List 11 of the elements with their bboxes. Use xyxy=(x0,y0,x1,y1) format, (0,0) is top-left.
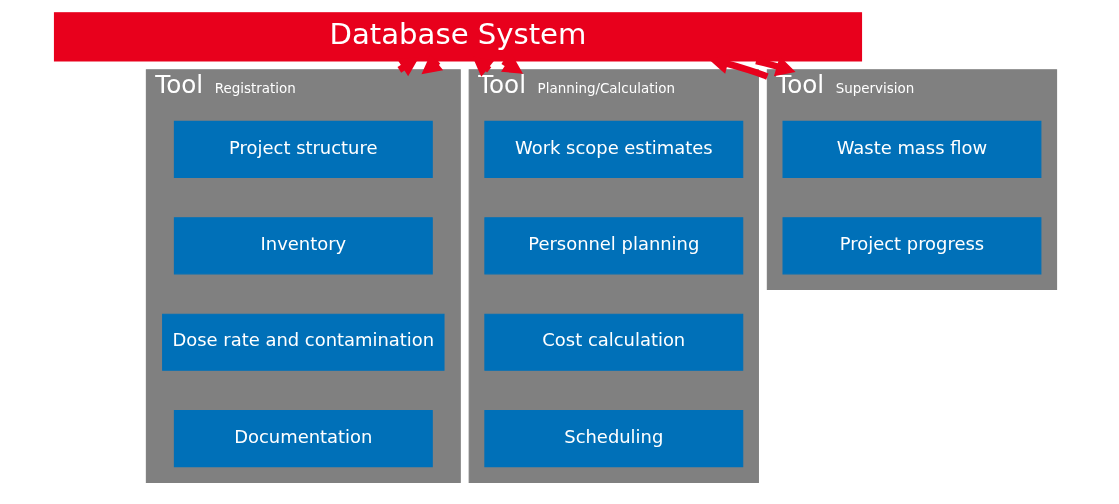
node-box: Scheduling xyxy=(483,410,743,468)
node-box: Work scope estimates xyxy=(483,120,743,178)
node-box: Documentation xyxy=(173,410,433,468)
node-box: Cost calculation xyxy=(483,313,743,371)
node-box: Inventory xyxy=(173,217,433,275)
node-box: Database System xyxy=(53,12,862,62)
node-box: Project progress xyxy=(782,217,1041,275)
node-box: Dose rate and contamination xyxy=(161,313,445,371)
node-box: Waste mass flow xyxy=(782,120,1041,178)
node-box: Personnel planning xyxy=(483,217,743,275)
node-box: Project structure xyxy=(173,120,433,178)
